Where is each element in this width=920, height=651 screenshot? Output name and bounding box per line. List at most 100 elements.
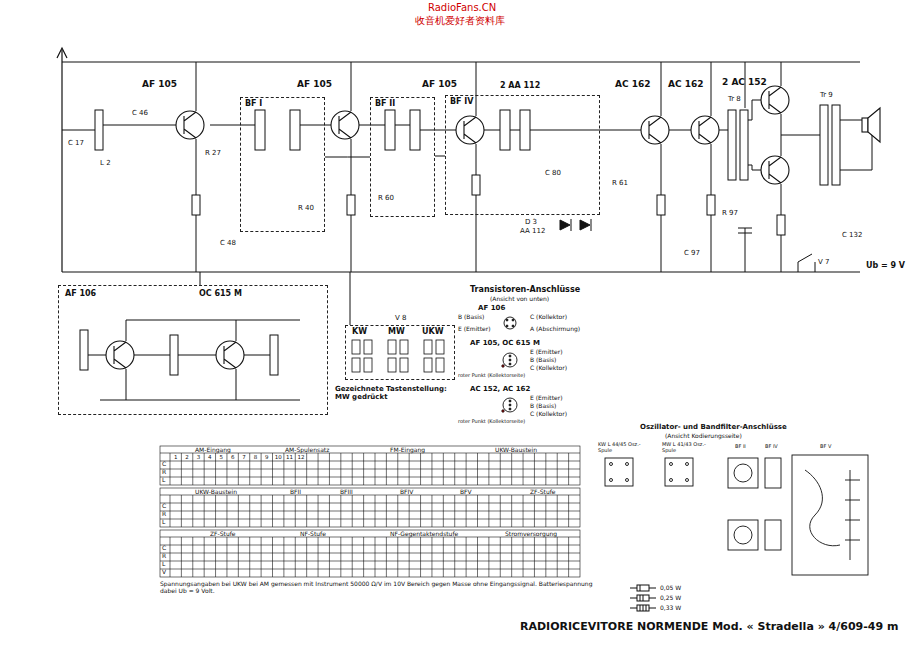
box-heading: BF I xyxy=(245,100,262,109)
pin-diagram xyxy=(502,317,517,412)
part-name: C 48 xyxy=(220,240,236,248)
ukw-wire xyxy=(236,320,237,341)
table-header: AM-Eingang xyxy=(195,447,231,454)
part-name: C 17 xyxy=(68,140,84,148)
table-grid xyxy=(375,495,376,527)
resistor-symbol xyxy=(707,195,715,215)
box-heading: BF II xyxy=(375,100,395,109)
pin-note: AF 105, OC 615 M xyxy=(470,340,540,348)
ukw-wire xyxy=(126,369,127,400)
coil-symbol xyxy=(820,105,828,185)
table-grid xyxy=(181,537,182,577)
wire xyxy=(200,272,201,285)
resistor-symbol xyxy=(637,595,649,601)
coil-connection-diagram xyxy=(805,470,840,546)
ukw-wire xyxy=(88,320,300,400)
coil-symbol xyxy=(95,110,103,150)
coil-connection-diagram xyxy=(605,455,868,575)
ukw-wire xyxy=(178,355,216,356)
resistor-symbol xyxy=(640,595,641,601)
resistor-symbol xyxy=(630,584,656,592)
table-cell: 11 xyxy=(285,454,294,460)
wire xyxy=(484,130,500,131)
table-grid xyxy=(568,495,569,527)
table-grid xyxy=(192,453,193,485)
wire xyxy=(781,62,782,86)
table-grid xyxy=(534,453,535,485)
transistor-symbol xyxy=(339,112,351,138)
transistor-symbol xyxy=(649,117,661,143)
coil-connection-diagram xyxy=(734,464,752,482)
supply-rail xyxy=(62,61,860,62)
part-name: Tr 9 xyxy=(820,92,833,100)
transistor-symbol xyxy=(464,117,476,143)
table-grid xyxy=(420,537,421,577)
table-grid xyxy=(283,537,284,577)
pin-note: AF 106 xyxy=(478,305,505,313)
table-header: NF-Gegentaktendstufe xyxy=(390,531,458,538)
watermark: RadioFans.CN xyxy=(428,2,496,13)
table-grid xyxy=(431,495,432,527)
part-name: Tr 8 xyxy=(728,96,741,104)
table-grid xyxy=(523,453,524,485)
table-grid xyxy=(443,453,444,485)
table-grid xyxy=(249,495,250,527)
resistor-symbol xyxy=(637,585,649,591)
table-grid xyxy=(283,495,284,527)
page-title: RADIORICEVITORE NORMENDE Mod. « Stradell… xyxy=(520,620,898,633)
table-grid xyxy=(160,519,580,520)
table-grid xyxy=(295,453,296,485)
wire xyxy=(661,62,662,116)
legend-item: 0,25 W xyxy=(630,594,681,602)
table-grid xyxy=(568,537,569,577)
switch-contacts xyxy=(364,340,372,354)
box-heading: KW xyxy=(352,328,367,337)
switch-contacts xyxy=(400,358,408,372)
resistor-symbol xyxy=(646,605,647,611)
table-grid xyxy=(160,545,580,546)
table-grid xyxy=(352,495,353,527)
table-grid xyxy=(375,453,376,485)
table-grid xyxy=(204,453,205,485)
table-grid xyxy=(477,537,478,577)
table-grid xyxy=(272,537,273,577)
pin-diagram xyxy=(509,404,511,406)
table-grid xyxy=(318,537,319,577)
wire xyxy=(738,233,752,234)
wire xyxy=(798,254,812,272)
table-grid xyxy=(329,453,330,485)
table-grid xyxy=(397,495,398,527)
wire xyxy=(350,272,351,325)
wire xyxy=(711,62,712,116)
table-cell: 1 xyxy=(171,454,180,460)
pin-note: A (Abschirmung) xyxy=(530,326,580,333)
table-grid xyxy=(318,453,319,485)
table-cell: 2 xyxy=(182,454,191,460)
part-name: V 7 xyxy=(818,259,829,267)
coil-connection-diagram xyxy=(665,458,693,486)
wire xyxy=(420,130,456,131)
pin-diagram xyxy=(509,363,511,365)
coil-symbol xyxy=(410,110,420,150)
resistor-symbol xyxy=(192,175,785,235)
wire xyxy=(840,132,872,170)
table-grid xyxy=(454,495,455,527)
table-cell: 8 xyxy=(251,454,260,460)
table-grid xyxy=(160,446,580,485)
pin-note: C (Kollektor) xyxy=(530,365,567,372)
table-grid xyxy=(397,453,398,485)
table-grid xyxy=(283,453,284,485)
table-grid xyxy=(500,453,501,485)
transistor-symbol xyxy=(106,341,134,369)
tuner-module-box: AF 106OC 615 M xyxy=(58,285,328,415)
coil-symbol xyxy=(80,105,840,375)
pin-diagram xyxy=(512,325,514,327)
table-grid xyxy=(477,495,478,527)
table-grid xyxy=(523,495,524,527)
switch-box: KWMWUKW xyxy=(345,325,455,380)
coil-symbol xyxy=(270,335,278,375)
diode-symbol xyxy=(591,219,592,231)
table-grid xyxy=(488,453,489,485)
table-grid xyxy=(352,453,353,485)
table-grid xyxy=(249,453,250,485)
